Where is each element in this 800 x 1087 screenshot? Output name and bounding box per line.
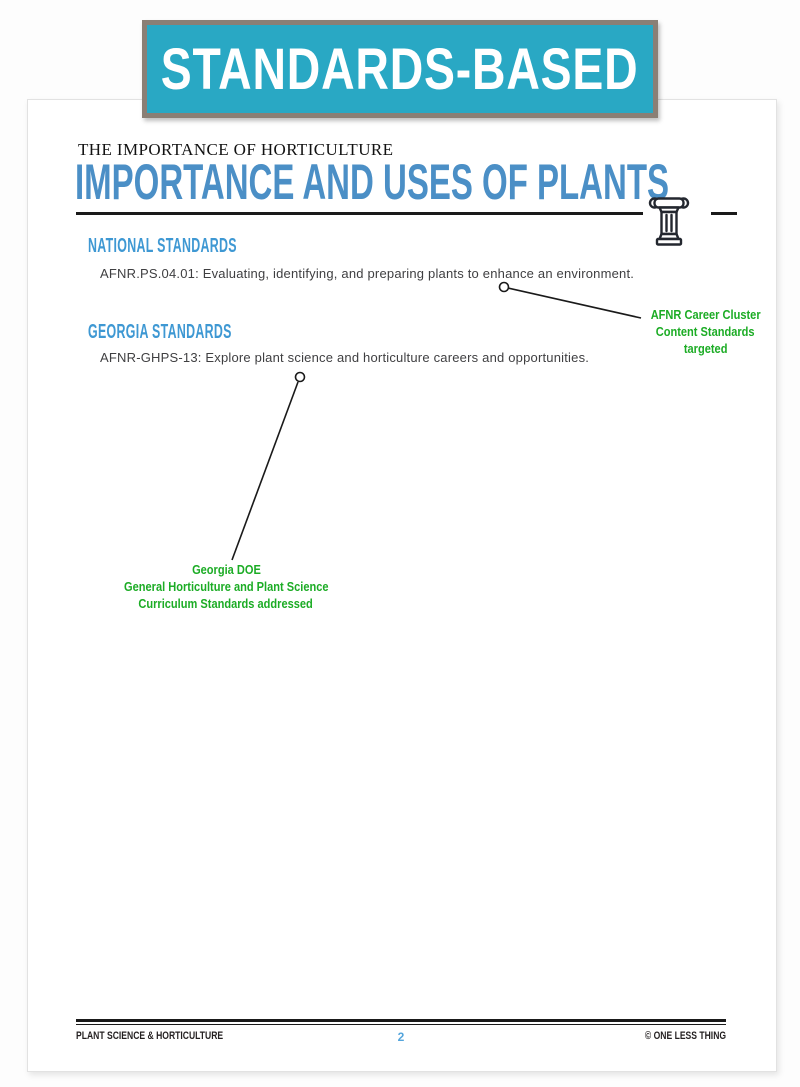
banner-label: STANDARDS-BASED	[161, 36, 639, 102]
page-title: IMPORTANCE AND USES OF PLANTS	[75, 154, 670, 210]
national-standards-heading: NATIONAL STANDARDS	[88, 235, 237, 257]
afnr-callout-line-1: AFNR Career Cluster	[650, 307, 761, 322]
afnr-callout: AFNR Career Cluster Content Standards ta…	[623, 306, 788, 357]
national-standard-text: AFNR.PS.04.01: Evaluating, identifying, …	[100, 266, 635, 281]
georgia-doe-callout-line-3: Curriculum Standards addressed	[138, 596, 314, 611]
georgia-doe-callout-line-1: Georgia DOE	[191, 562, 261, 577]
afnr-callout-line-3: targeted	[683, 341, 728, 356]
title-underline-left	[76, 212, 643, 215]
document-page: THE IMPORTANCE OF HORTICULTURE IMPORTANC…	[27, 99, 777, 1072]
georgia-doe-callout: Georgia DOE General Horticulture and Pla…	[106, 561, 346, 612]
footer-rule	[76, 1019, 726, 1025]
footer: PLANT SCIENCE & HORTICULTURE 2 © ONE LES…	[76, 1030, 726, 1044]
georgia-doe-callout-line-2: General Horticulture and Plant Science	[124, 579, 329, 594]
unit-kicker: THE IMPORTANCE OF HORTICULTURE	[78, 140, 394, 159]
georgia-standard-text: AFNR-GHPS-13: Explore plant science and …	[100, 350, 590, 365]
column-icon	[648, 197, 690, 246]
footer-course-title: PLANT SCIENCE & HORTICULTURE	[76, 1030, 224, 1042]
page-number: 2	[397, 1030, 405, 1044]
title-underline-right	[711, 212, 737, 215]
georgia-standards-heading: GEORGIA STANDARDS	[88, 321, 232, 343]
afnr-callout-line-2: Content Standards	[656, 324, 755, 339]
footer-publisher: © ONE LESS THING	[644, 1030, 726, 1042]
standards-based-banner: STANDARDS-BASED	[142, 20, 658, 118]
